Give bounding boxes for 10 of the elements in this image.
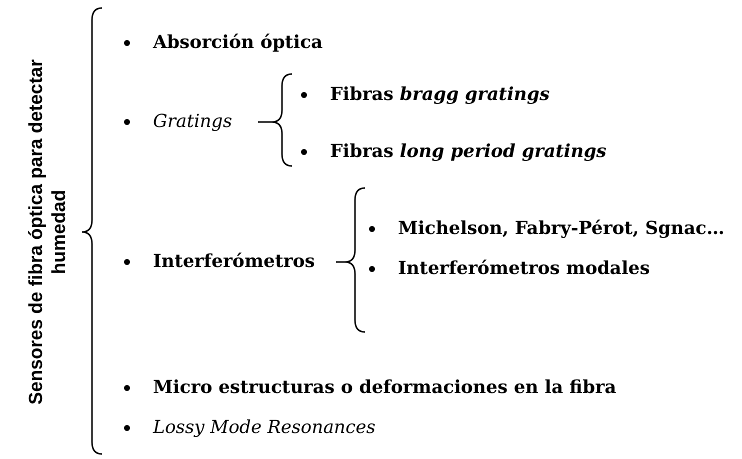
list-item-text: Gratings	[153, 110, 232, 134]
rotated-heading: Sensores de fibra óptica para detectar humedad	[25, 58, 71, 407]
list-item-text: Interferómetros	[153, 250, 315, 274]
list-item-text: Lossy Mode Resonances	[153, 416, 376, 440]
list-item-text: Interferómetros modales	[398, 257, 650, 281]
list-item-text: Michelson, Fabry-Pérot, Sgnac…	[398, 217, 724, 241]
list-item-text: Absorción óptica	[153, 31, 323, 55]
list-item-text: Fibras long period gratings	[330, 140, 606, 164]
list-item-text: Fibras bragg gratings	[330, 83, 550, 107]
list-item-text: Micro estructuras o deformaciones en la fibra	[153, 376, 616, 400]
